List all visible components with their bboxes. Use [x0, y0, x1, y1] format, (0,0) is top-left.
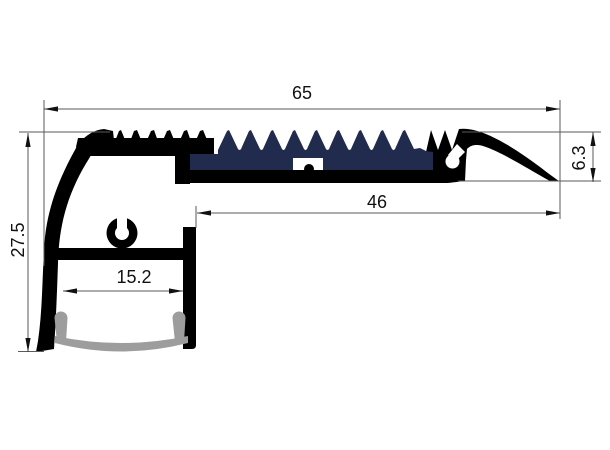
channel-right-wall	[183, 227, 196, 349]
screw-boss-slot	[117, 214, 127, 233]
nose-tail	[426, 128, 559, 183]
dim-label-front-edge-height: 6.3	[569, 145, 589, 170]
dimension-lines	[18, 100, 601, 352]
anti-slip-insert	[190, 130, 433, 170]
dim-label-overall-height: 27.5	[8, 222, 28, 257]
arrow-down-icon	[25, 338, 31, 352]
arrow-left-icon	[63, 288, 77, 294]
arrow-right-icon	[169, 288, 183, 294]
arrow-up-icon	[25, 133, 31, 147]
channel-top-bar	[56, 248, 196, 260]
cutouts	[115, 144, 465, 240]
diffuser-right-hook	[172, 311, 186, 342]
dim-label-overall-width: 65	[292, 83, 312, 103]
arrow-left-icon	[197, 210, 211, 216]
dim-label-tread-depth: 46	[367, 192, 387, 212]
insert-body	[190, 130, 433, 170]
diffuser-left-hook	[54, 311, 68, 342]
bottom-plate	[175, 170, 448, 183]
arrow-right-icon	[546, 106, 560, 112]
dimension-labels: 65 46 15.2 27.5 6.3	[8, 83, 589, 287]
extension-lines	[18, 100, 601, 352]
dimension-arrows	[25, 106, 596, 352]
dim-label-channel-width: 15.2	[116, 267, 151, 287]
diffuser-lens	[54, 311, 188, 352]
arrow-down-icon	[590, 168, 596, 182]
arrow-up-icon	[590, 132, 596, 146]
end-screw-slot	[448, 144, 465, 162]
insert-notch	[293, 158, 323, 170]
left-wall	[36, 141, 93, 352]
arrow-left-icon	[44, 106, 58, 112]
diffuser-lens-curve	[55, 336, 188, 352]
corner-hump	[77, 129, 115, 152]
serration-left	[112, 130, 214, 152]
arrow-right-icon	[546, 210, 560, 216]
insert-notch-nub	[304, 164, 314, 174]
